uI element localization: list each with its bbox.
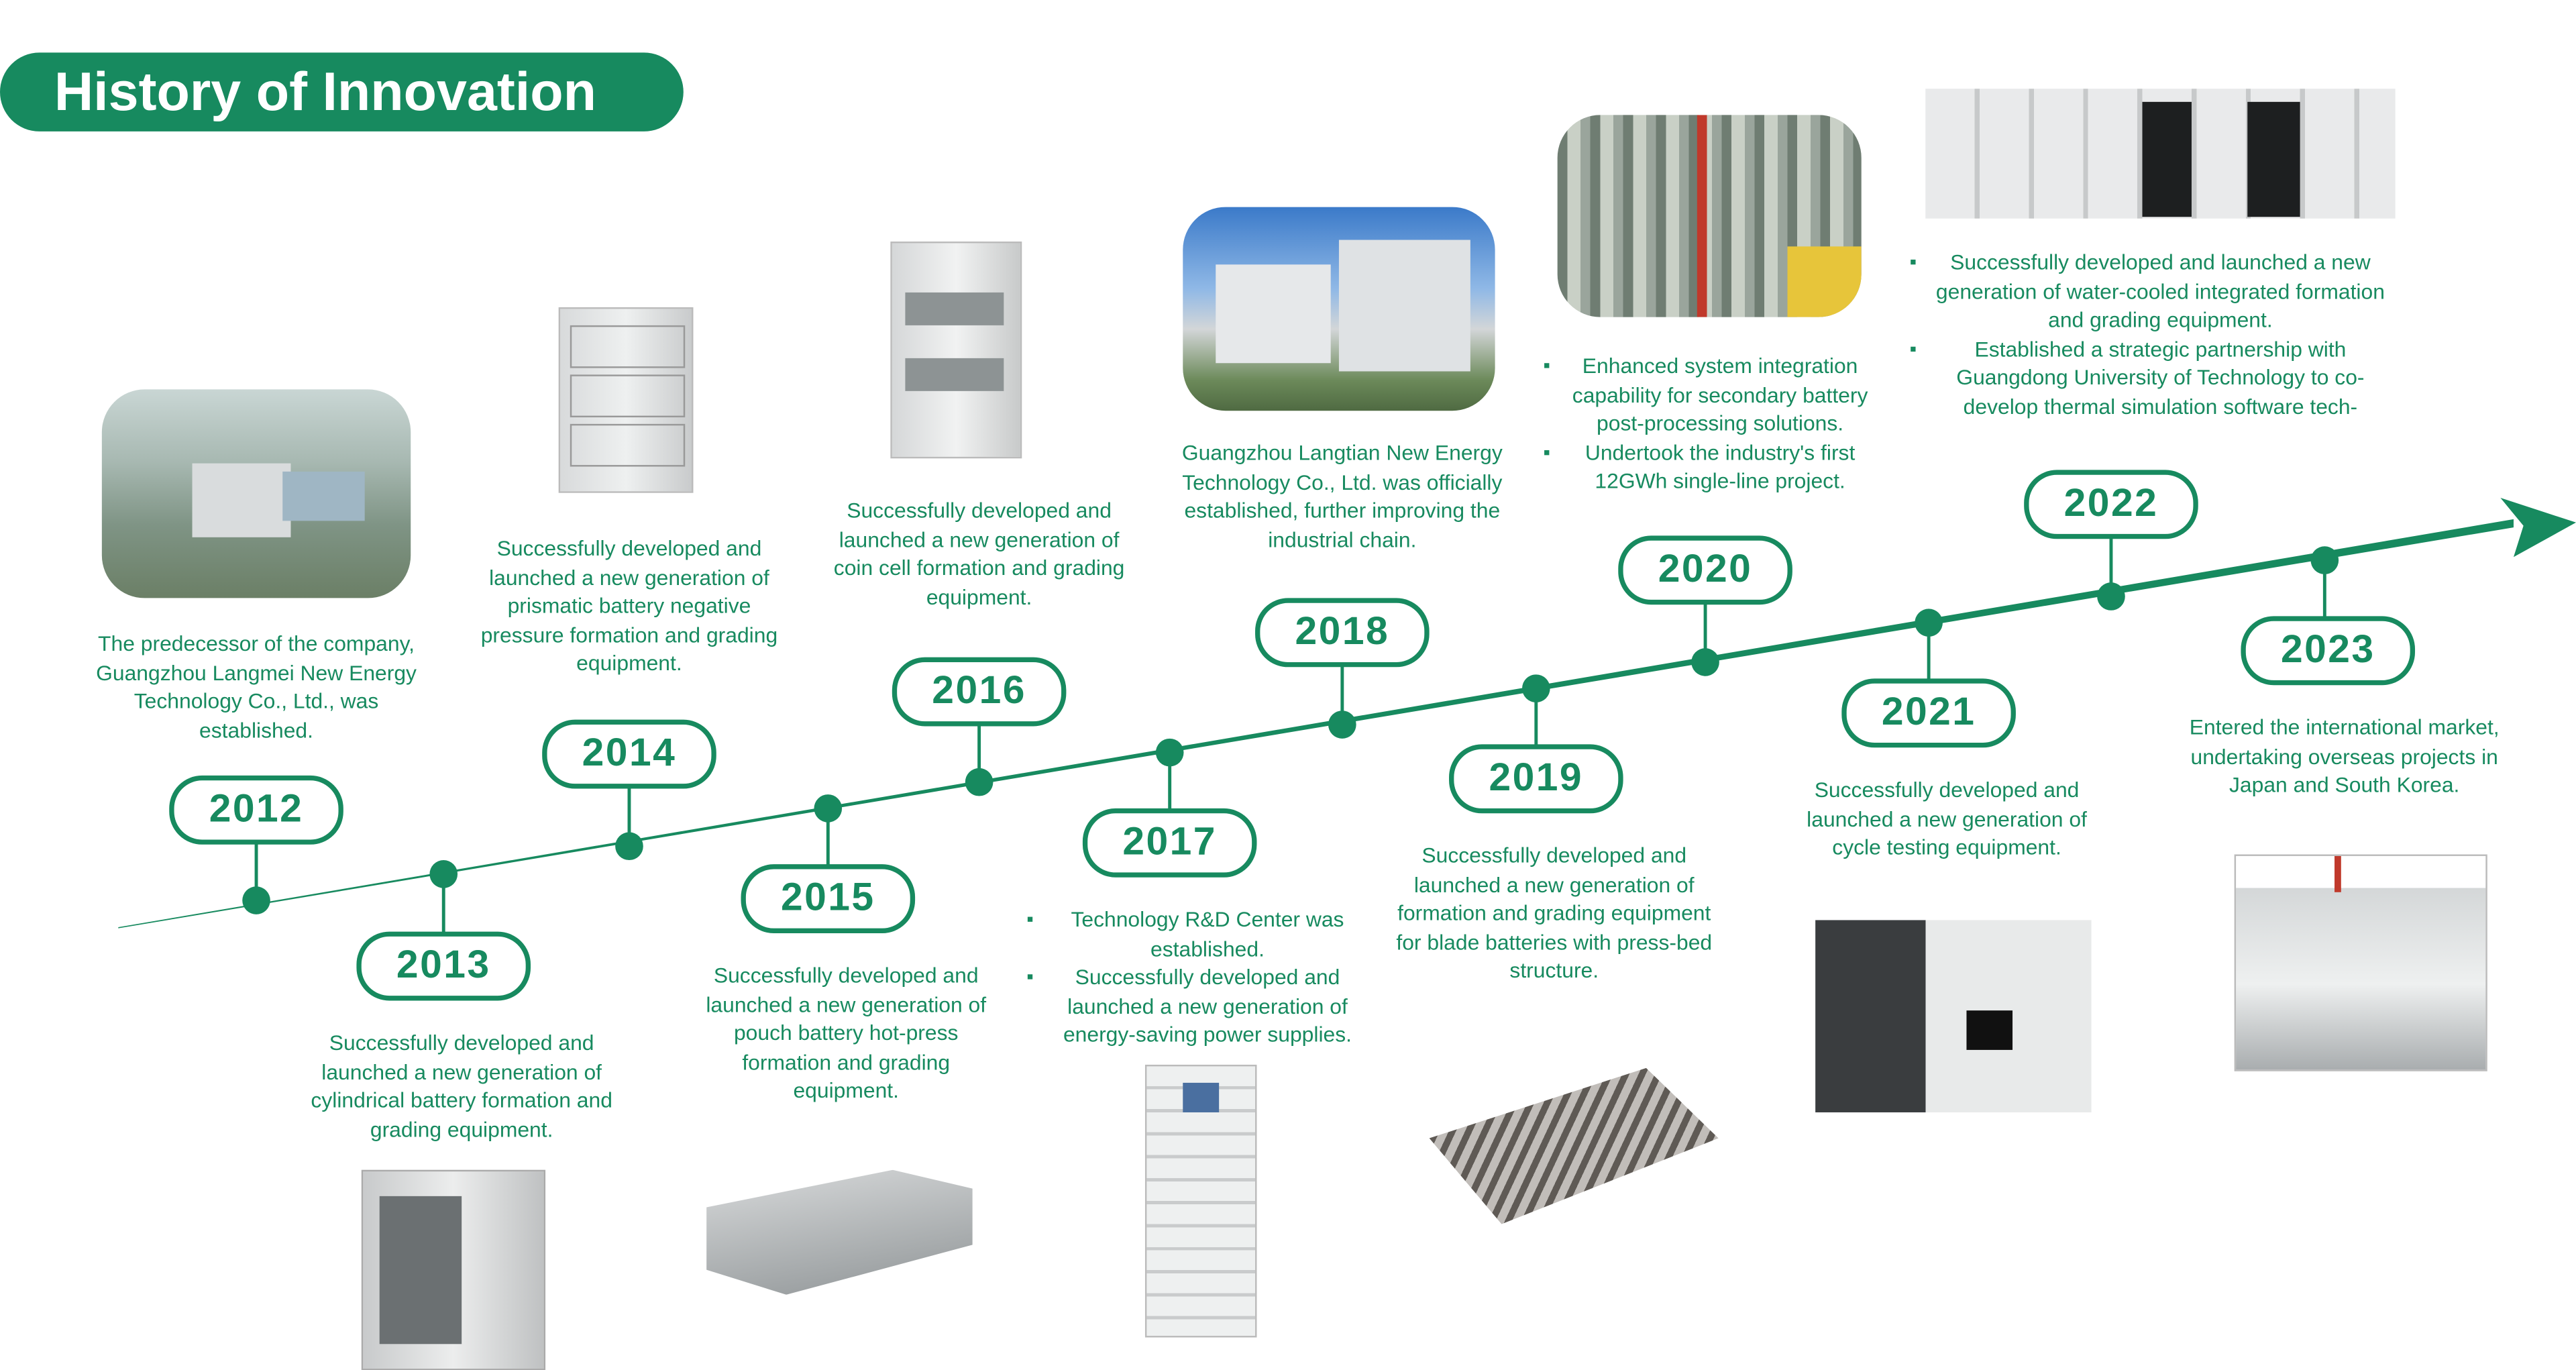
timeline-dot [242,886,270,914]
connector-line [2322,560,2326,651]
energy-saving-power-supply-image [1144,1064,1257,1338]
year-label-2015: 2015 [741,864,916,934]
event-bullet: Successfully developed and launched a ne… [1027,963,1364,1050]
event-description: Successfully developed and launched a ne… [1396,843,1713,984]
timeline-dot [1155,738,1184,767]
event-description: Technology R&D Center was established.Su… [1027,905,1364,1050]
year-label-2020: 2020 [1618,535,1792,605]
timeline-dot [2097,582,2125,611]
year-label-2012: 2012 [169,775,343,845]
page-title: History of Innovation [0,52,684,131]
timeline-dot [429,860,458,888]
event-description: Successfully developed and launched a ne… [311,1030,612,1142]
timeline-dot [965,768,994,796]
connector-line [2109,504,2113,596]
year-label-2018: 2018 [1255,598,1430,668]
timeline-dot [1521,674,1550,702]
event-bullet: Successfully developed and launched a ne… [1911,248,2387,335]
coin-cell-equipment-image [890,242,1022,459]
water-cooled-equipment-lineup-image [1925,89,2396,219]
timeline-dot [1915,609,1943,637]
connector-line [1927,623,1931,713]
event-description: Successfully developed and launched a ne… [1911,248,2387,422]
year-label-2017: 2017 [1082,808,1257,878]
event-bullet: Technology R&D Center was established. [1027,905,1364,963]
event-description: The predecessor of the company, Guangzho… [96,631,417,743]
year-label-2022: 2022 [2024,470,2198,539]
year-label-2019: 2019 [1449,744,1623,814]
event-bullet-list: Technology R&D Center was established.Su… [1027,905,1364,1050]
event-description: Entered the international market, undert… [2189,715,2500,798]
event-description: Successfully developed and launched a ne… [833,498,1125,610]
timeline-dot [2310,546,2339,574]
year-label-2016: 2016 [892,657,1067,727]
connector-line [977,692,981,782]
connector-line [1340,632,1344,725]
timeline-dot [1328,710,1356,739]
event-bullet: Enhanced system integration capability f… [1544,352,1873,438]
event-description: Successfully developed and launched a ne… [706,963,987,1104]
connector-line [254,810,258,901]
connector-line [627,754,631,847]
event-description: Guangzhou Langtian New Energy Technology… [1181,440,1503,552]
event-bullet: Established a strategic partnership with… [1911,335,2387,421]
year-label-2014: 2014 [542,719,716,789]
timeline-arrowhead-icon [2500,498,2576,558]
event-description: Successfully developed and launched a ne… [1807,777,2087,860]
factory-aerial-photo [101,389,411,598]
timeline-dot [615,832,643,861]
timeline-dot [814,794,843,823]
cylindrical-battery-equipment-image [361,1169,546,1370]
connector-line [441,874,445,967]
year-label-2013: 2013 [356,931,531,1001]
timeline-dot [1691,648,1719,676]
overseas-project-equipment-image [2234,854,2487,1071]
production-line-photo [1557,115,1862,317]
event-bullet: Undertook the industry's first 12GWh sin… [1544,438,1873,496]
event-bullet-list: Successfully developed and launched a ne… [1911,248,2387,422]
connector-line [1703,570,1707,662]
connector-line [826,808,830,899]
event-description: Successfully developed and launched a ne… [480,535,778,676]
prismatic-battery-equipment-image [558,307,694,493]
connector-line [1168,752,1172,843]
year-label-2021: 2021 [1841,678,2016,748]
connector-line [1534,688,1538,779]
office-building-photo [1183,207,1495,411]
cycle-testing-equipment-image [1815,920,2092,1112]
event-bullet-list: Enhanced system integration capability f… [1544,352,1873,496]
year-label-2023: 2023 [2241,616,2416,686]
event-description: Enhanced system integration capability f… [1544,352,1873,496]
